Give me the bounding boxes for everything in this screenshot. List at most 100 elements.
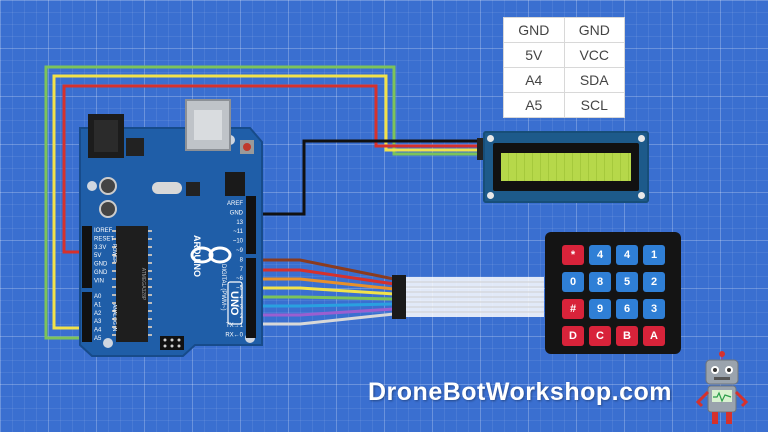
digital-header-label: DIGITAL (PWM~) bbox=[220, 264, 226, 311]
pin-label: GND bbox=[230, 210, 244, 216]
mounting-hole bbox=[487, 135, 494, 142]
keypad-key: 8 bbox=[589, 272, 611, 292]
digital-header-upper bbox=[246, 196, 256, 254]
arduino-pin-cell: A4 bbox=[503, 67, 565, 93]
keypad-ribbon-cable bbox=[392, 275, 544, 319]
keypad-wire-blue bbox=[248, 302, 395, 308]
atmega-chip bbox=[116, 226, 148, 342]
board-brand-text: ARDUINO bbox=[192, 235, 202, 277]
pin-label: RX←0 bbox=[225, 333, 243, 339]
wire-red-5v-vcc bbox=[62, 84, 484, 254]
crystal bbox=[152, 182, 182, 194]
wire-black-gnd-gnd bbox=[246, 139, 484, 216]
analog-header-label: ANALOG IN bbox=[111, 304, 117, 332]
keypad-key: # bbox=[562, 299, 584, 319]
wire-green-a5-scl bbox=[44, 65, 484, 340]
keypad-connector bbox=[392, 275, 406, 319]
pin-label: VIN bbox=[94, 278, 104, 284]
pin-label: 13 bbox=[236, 220, 243, 226]
arduino-pin-cell: 5V bbox=[503, 42, 565, 68]
pin-label: 7 bbox=[240, 267, 244, 273]
pin-label: ~11 bbox=[233, 229, 243, 235]
keypad-key: 6 bbox=[616, 299, 638, 319]
mounting-hole bbox=[638, 192, 645, 199]
pin-label: TX→1 bbox=[226, 323, 244, 329]
lcd-header-pins bbox=[477, 138, 485, 160]
pin-label: A0 bbox=[94, 294, 102, 300]
pin-label: A5 bbox=[94, 336, 102, 342]
arduino-pin-cell: GND bbox=[503, 17, 565, 43]
keypad-key: D bbox=[562, 326, 584, 346]
analog-header bbox=[82, 292, 92, 342]
keypad-key: 1 bbox=[643, 245, 665, 265]
mounting-hole bbox=[487, 192, 494, 199]
site-watermark: DroneBotWorkshop.com bbox=[368, 378, 672, 406]
pin-label: GND bbox=[94, 270, 108, 276]
keypad-key: B bbox=[616, 326, 638, 346]
keypad-wire-purple bbox=[248, 307, 395, 317]
keypad-key: 3 bbox=[643, 299, 665, 319]
lcd-pin-cell: VCC bbox=[563, 42, 625, 68]
keypad-key: 4 bbox=[589, 245, 611, 265]
power-header-label: POWER bbox=[111, 244, 117, 263]
lcd-screen bbox=[501, 153, 631, 181]
keypad-key: 9 bbox=[589, 299, 611, 319]
keypad-wire-green bbox=[248, 295, 395, 301]
lcd-pin-cell: SCL bbox=[563, 92, 625, 118]
pin-label: A3 bbox=[94, 319, 102, 325]
pin-label: AREF bbox=[227, 201, 243, 207]
pin-label: 2 bbox=[240, 314, 244, 320]
pin-label: A2 bbox=[94, 311, 102, 317]
pin-label: 4 bbox=[240, 295, 244, 301]
board-model-text: UNO bbox=[228, 291, 240, 316]
power-header bbox=[82, 226, 92, 288]
mounting-hole bbox=[638, 135, 645, 142]
arduino-pin-cell: A5 bbox=[503, 92, 565, 118]
chip-label: ATMEGA328P bbox=[140, 268, 146, 301]
pin-label: ~3 bbox=[236, 304, 244, 310]
pin-label: A4 bbox=[94, 328, 102, 334]
capacitor bbox=[99, 177, 117, 195]
lcd-display-module bbox=[483, 131, 649, 203]
arduino-logo bbox=[190, 246, 232, 264]
keypad-wire-orange bbox=[248, 277, 395, 291]
pin-label: 8 bbox=[240, 257, 244, 263]
icsp-header bbox=[160, 336, 184, 350]
keypad-wire-brown bbox=[248, 258, 395, 281]
keypad-key: 4 bbox=[616, 245, 638, 265]
keypad-key: A bbox=[643, 326, 665, 346]
pin-label: A1 bbox=[94, 302, 102, 308]
pin-label: 3.3V bbox=[94, 245, 106, 251]
pin-label: GND bbox=[94, 262, 108, 268]
keypad-wires bbox=[248, 258, 395, 326]
digital-header-lower bbox=[246, 258, 256, 338]
robot-mascot-icon bbox=[695, 351, 749, 424]
pin-label: ~6 bbox=[236, 276, 244, 282]
keypad-wire-red bbox=[248, 268, 395, 286]
keypad-wire-gray bbox=[248, 312, 395, 326]
keypad-key: * bbox=[562, 245, 584, 265]
keypad-key: C bbox=[589, 326, 611, 346]
power-pin-labels: IOREF RESET 3.3V 5V GND GND VIN bbox=[94, 228, 114, 284]
keypad-key: 0 bbox=[562, 272, 584, 292]
keypad-key: 2 bbox=[643, 272, 665, 292]
pin-label: ~5 bbox=[236, 286, 244, 292]
pin-label: 5V bbox=[94, 253, 101, 259]
pin-label: ~9 bbox=[236, 248, 244, 254]
keypad-key: 5 bbox=[616, 272, 638, 292]
pin-label: IOREF bbox=[94, 228, 113, 234]
lcd-pin-cell: SDA bbox=[563, 67, 625, 93]
pin-label: RESET bbox=[94, 236, 114, 242]
capacitor bbox=[99, 200, 117, 218]
wire-yellow-a4-sda bbox=[52, 74, 484, 330]
